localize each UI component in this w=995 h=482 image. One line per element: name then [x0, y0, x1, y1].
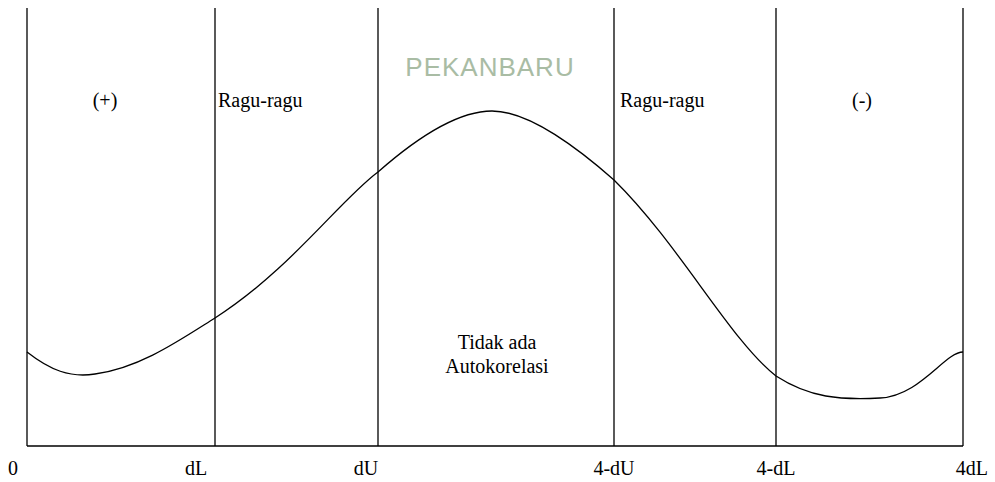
axis-tick-label: 4-dU [593, 456, 634, 480]
axis-tick-label: 4-dL [757, 456, 796, 480]
axis-tick-label: 4dL [956, 456, 988, 480]
distribution-curve [27, 111, 963, 399]
watermark: PEKANBARU [405, 52, 574, 83]
region-boundary [962, 8, 963, 446]
region-label: Ragu-ragu [218, 88, 302, 112]
axis-tick-label: dL [185, 456, 207, 480]
region-boundary [214, 8, 215, 446]
axis-tick-label: 0 [8, 456, 18, 480]
region-boundary [775, 8, 776, 446]
region-boundary [26, 8, 27, 446]
region-label: Tidak ada Autokorelasi [430, 330, 565, 378]
region-label: Ragu-ragu [620, 88, 704, 112]
region-label: (-) [852, 88, 872, 112]
x-axis [27, 445, 963, 446]
axis-tick-label: dU [354, 456, 378, 480]
region-boundary [613, 8, 614, 446]
region-label: (+) [93, 88, 118, 112]
region-boundary [377, 8, 378, 446]
